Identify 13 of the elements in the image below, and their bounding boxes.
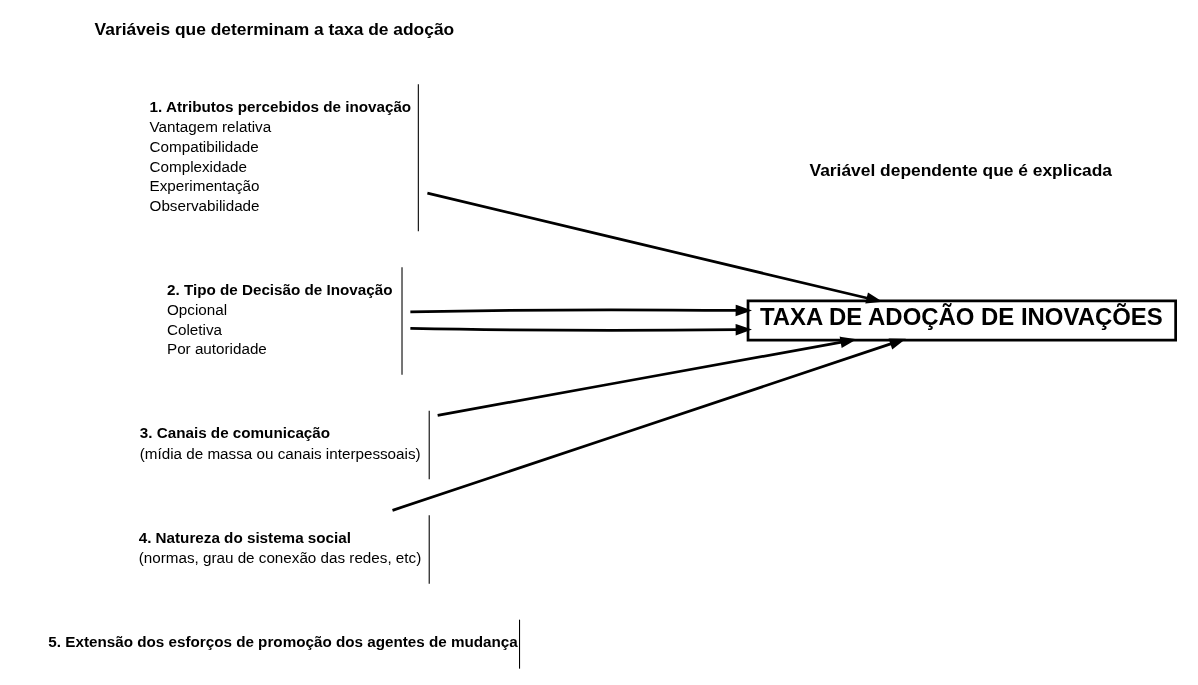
label: Variável dependente que é explicada xyxy=(809,159,1112,180)
node-text: 1. Atributos percebidos de inovação Vantagem relativa Compatibilidade Complexidade Experimentação Observabilidade xyxy=(149,97,411,214)
node-text: 3. Canais de comunicação (mídia de massa ou canais interpessoais) xyxy=(139,424,421,462)
label: Variáveis que determinam a taxa de adoção xyxy=(94,19,454,40)
arrow xyxy=(436,336,857,417)
arrow xyxy=(409,304,752,317)
arrow xyxy=(409,324,752,336)
node-box: TAXA DE ADOÇÃO DE INOVAÇÕES xyxy=(746,299,1177,342)
arrow xyxy=(391,338,906,512)
node-text: 5. Extensão dos esforços de promoção dos agentes de mudança xyxy=(47,633,518,651)
node-text: 4. Natureza do sistema social (normas, grau de conexão das redes, etc) xyxy=(138,528,421,567)
arrow xyxy=(426,191,883,304)
node-text: 2. Tipo de Decisão de Inovação Opcional Coletiva Por autoridade xyxy=(166,280,393,358)
